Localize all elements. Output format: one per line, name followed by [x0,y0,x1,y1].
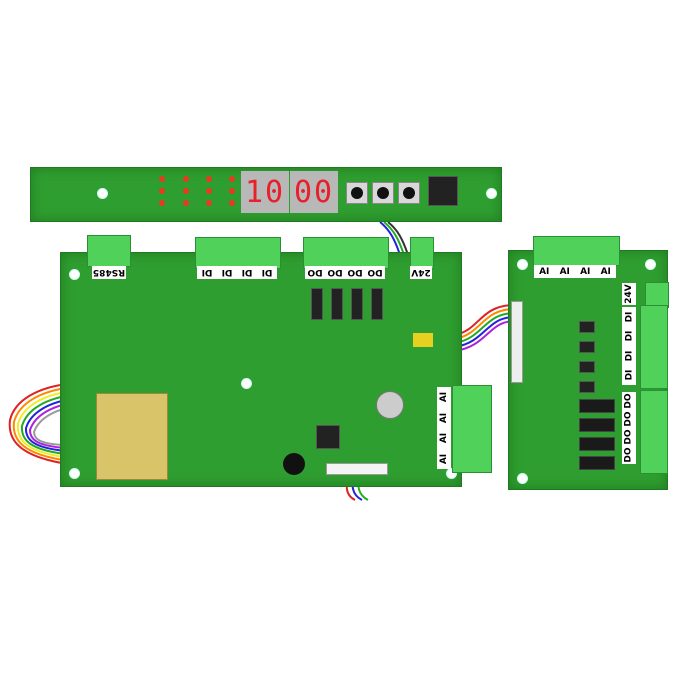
processor-chip [316,425,340,449]
ai-label: AI [438,433,449,444]
capacitor [413,333,433,347]
io-do-terminal [640,390,668,474]
ai-label: AI [539,266,550,277]
io-di-labels: DI DI DI DI [622,307,636,385]
optocoupler [579,361,595,373]
seven-segment-right: 00 [290,171,338,213]
transistor [331,288,343,320]
io-do-labels: DO DO DO DO [622,392,636,464]
transistor [371,288,383,320]
di-label: DI [201,267,213,278]
do-label: DO [624,411,634,427]
io-ai-labels: AI AI AI AI [534,265,616,278]
di-label: DI [623,311,634,323]
power-label: 24V [624,284,634,304]
led-indicator [183,188,189,194]
ai-label: AI [438,453,449,464]
led-indicator [206,200,212,206]
mount-hole [645,259,656,270]
do-terminal [303,237,389,269]
main-board [60,252,462,487]
push-button-1[interactable] [346,182,368,204]
ai-terminal [452,385,492,473]
mount-hole [486,188,497,199]
coin-battery [376,391,404,419]
mount-hole [517,259,528,270]
relay [579,418,615,432]
ribbon-connector [511,301,523,383]
relay [579,437,615,451]
ai-label: AI [438,392,449,403]
di-label: DI [623,350,634,362]
led-indicator [159,176,165,182]
mount-hole [446,468,457,479]
mount-hole [97,188,108,199]
do-labels: DO DO DO DO [305,266,385,279]
do-label: DO [624,447,634,463]
do-label: DO [624,393,634,409]
ribbon-connector [326,463,388,475]
ai-label: AI [559,266,570,277]
relay [579,399,615,413]
transistor [311,288,323,320]
optocoupler [579,381,595,393]
seven-segment-left: 10 [241,171,289,213]
led-indicator [229,188,235,194]
di-label: DI [241,267,253,278]
ai-label: AI [600,266,611,277]
rs485-terminal [87,235,131,267]
led-indicator [206,188,212,194]
microcontroller-chip [428,176,458,206]
mount-hole [241,378,252,389]
led-indicator [159,188,165,194]
mount-hole [69,468,80,479]
power-label: 24V [410,266,432,279]
do-label: DO [327,267,343,278]
di-labels: DI DI DI DI [197,266,277,279]
transistor [351,288,363,320]
led-indicator [206,176,212,182]
di-terminal [195,237,281,269]
di-label: DI [221,267,233,278]
di-label: DI [623,369,634,381]
power-terminal [410,237,434,269]
do-label: DO [307,267,323,278]
prototype-area [96,393,168,480]
optocoupler [579,341,595,353]
rs485-label: RS485 [92,266,126,279]
led-indicator [229,200,235,206]
push-button-3[interactable] [398,182,420,204]
led-indicator [183,176,189,182]
di-label: DI [261,267,273,278]
push-button-2[interactable] [372,182,394,204]
led-indicator [229,176,235,182]
led-indicator [159,200,165,206]
di-label: DI [623,330,634,342]
led-indicator [183,200,189,206]
io-ai-terminal [533,236,620,266]
ai-label: AI [580,266,591,277]
mount-hole [69,269,80,280]
relay [579,456,615,470]
io-power-label: 24V [622,283,636,305]
ai-labels: AI AI AI AI [437,387,451,469]
buzzer [283,453,305,475]
io-di-terminal [640,305,668,389]
ai-label: AI [438,412,449,423]
do-label: DO [367,267,383,278]
do-label: DO [347,267,363,278]
display-board: 10 00 [30,167,502,222]
optocoupler [579,321,595,333]
mount-hole [517,473,528,484]
do-label: DO [624,429,634,445]
